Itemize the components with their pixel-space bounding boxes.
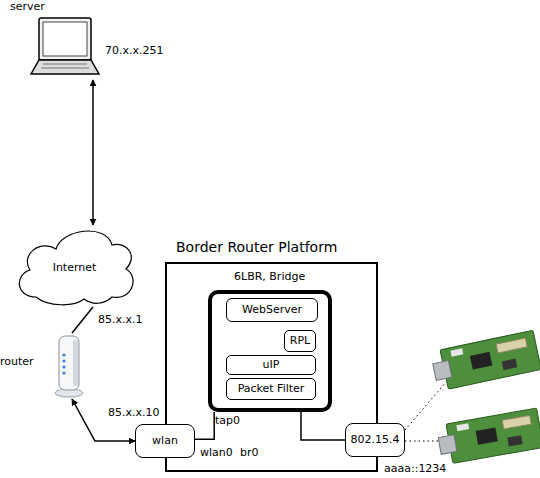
module-box: WebServer xyxy=(226,298,318,322)
component xyxy=(507,435,522,446)
component xyxy=(496,338,527,353)
component xyxy=(502,415,531,429)
radio-link xyxy=(405,382,446,430)
node-label: server xyxy=(10,0,45,14)
router-led xyxy=(62,353,65,356)
interface-label: wlan0 xyxy=(200,446,233,460)
component xyxy=(450,348,463,356)
router-device: router xyxy=(45,333,90,399)
connector xyxy=(72,307,93,333)
node-label: 6LBR, Bridge xyxy=(234,270,305,284)
laptop-base xyxy=(31,60,99,74)
interface-label: aaaa::1234 xyxy=(384,462,446,476)
radio-link xyxy=(405,441,452,442)
server-laptop: server70.x.x.251 xyxy=(30,16,100,80)
router-side xyxy=(73,340,78,386)
usb-connector xyxy=(433,360,452,380)
cloud-outline xyxy=(19,231,133,305)
link-label: tap0 xyxy=(215,414,240,428)
pcb xyxy=(440,330,540,389)
usb-connector xyxy=(438,435,457,455)
laptop-screen xyxy=(43,22,87,56)
chip xyxy=(470,352,492,370)
connector xyxy=(92,80,94,225)
link-label: 85.x.x.10 xyxy=(108,406,160,420)
module-box: RPL xyxy=(284,330,316,352)
laptop-icon xyxy=(30,16,100,80)
laptop-lid xyxy=(39,18,91,60)
router-led xyxy=(62,359,65,362)
software-box: 6LBR, BridgeWebServerRPLuIPPacket Filter xyxy=(208,290,332,412)
chip xyxy=(476,427,498,444)
sensor-board xyxy=(436,408,540,465)
sensor-board xyxy=(430,330,540,391)
node-label: WebServer xyxy=(227,299,317,321)
laptop-keys xyxy=(41,64,89,68)
node-label: Border Router Platform xyxy=(176,240,337,254)
router-body xyxy=(59,336,79,390)
connector xyxy=(72,399,135,441)
pcb xyxy=(446,408,540,463)
component xyxy=(502,359,518,371)
link-label: 85.x.x.1 xyxy=(98,313,143,327)
node-label: uIP xyxy=(227,356,315,374)
node-label: RPL xyxy=(285,331,315,351)
router-led xyxy=(62,371,65,374)
module-box: Packet Filter xyxy=(226,378,316,400)
node-label: 802.15.4 xyxy=(346,424,404,456)
node-label: Internet xyxy=(32,261,117,275)
platform-box: Border Router Platform6LBR, BridgeWebSer… xyxy=(165,262,378,472)
internet-cloud: Internet xyxy=(12,225,137,307)
interface-box: wlan xyxy=(135,424,195,458)
node-label: router xyxy=(0,355,34,369)
interface-label: br0 xyxy=(240,446,259,460)
component xyxy=(456,423,469,431)
router-icon xyxy=(45,333,90,399)
interface-box: 802.15.4 xyxy=(345,423,405,457)
router-led xyxy=(62,365,65,368)
module-box: uIP xyxy=(226,355,316,375)
node-label: Packet Filter xyxy=(227,379,315,399)
node-label: wlan xyxy=(136,425,194,457)
address-label: 70.x.x.251 xyxy=(105,44,164,58)
